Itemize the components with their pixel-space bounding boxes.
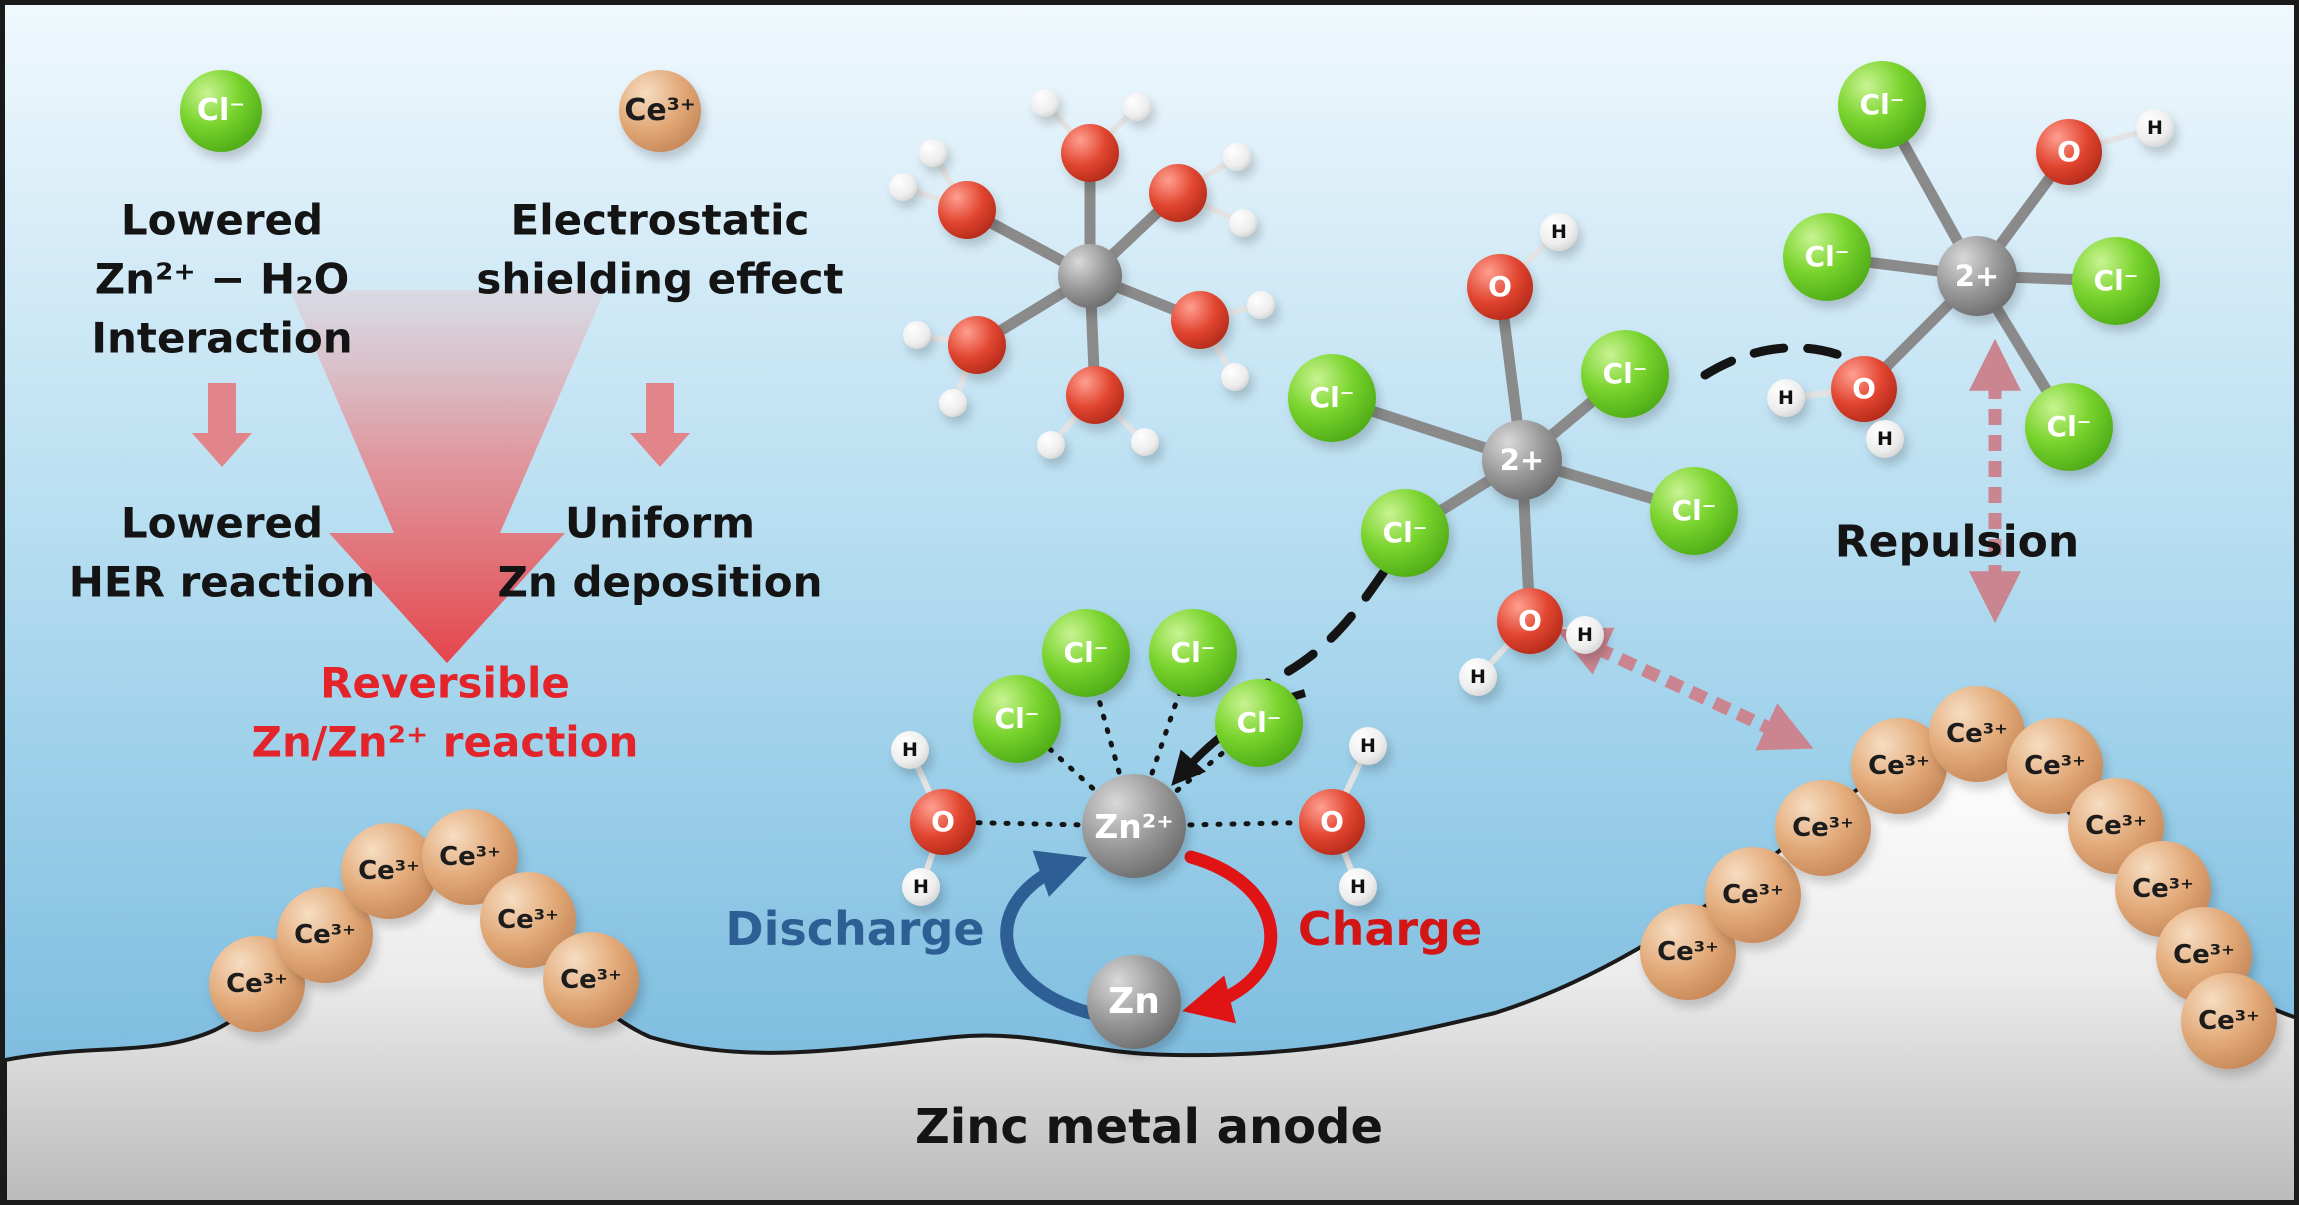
h-atom: H xyxy=(1459,658,1497,696)
h-atom: H xyxy=(2136,109,2174,147)
h-atom xyxy=(1037,431,1065,459)
cl-ion: Cl⁻ xyxy=(1361,489,1449,577)
o-atom xyxy=(1149,164,1207,222)
discharge-arrow xyxy=(1000,850,1097,1020)
h-atom xyxy=(1131,428,1159,456)
cl-ion: Cl⁻ xyxy=(1783,213,1871,301)
o-atom: O xyxy=(1467,254,1533,320)
o-atom: O xyxy=(1497,588,1563,654)
repulsion-label: Repulsion xyxy=(1834,516,2080,568)
caption-cl-line3: Interaction xyxy=(91,313,353,363)
o-atom xyxy=(948,316,1006,374)
ce-ion: Ce³⁺ xyxy=(480,872,576,968)
cl-ion: Cl⁻ xyxy=(1838,61,1926,149)
h-atom xyxy=(903,321,931,349)
o-atom: O xyxy=(2036,119,2102,185)
caption-ce-line2: shielding effect xyxy=(476,254,844,304)
o-atom: O xyxy=(1831,356,1897,422)
repulsion-arrows xyxy=(1556,338,2021,751)
o-atom xyxy=(1066,366,1124,424)
h-atom xyxy=(1223,143,1251,171)
ce-ion: Ce³⁺ xyxy=(1705,847,1801,943)
h-atom xyxy=(919,139,947,167)
cl-ion: Cl⁻ xyxy=(1650,467,1738,555)
h-atom xyxy=(1123,93,1151,121)
ce-ion: Ce³⁺ xyxy=(543,932,639,1028)
h-atom: H xyxy=(1767,379,1805,417)
h-atom: H xyxy=(902,868,940,906)
cl-ion: Cl⁻ xyxy=(1149,609,1237,697)
charge-arrow xyxy=(1182,850,1278,1024)
small-down-arrows xyxy=(192,383,690,467)
h-atom: H xyxy=(1349,727,1387,765)
h-atom xyxy=(1221,363,1249,391)
discharge-label: Discharge xyxy=(725,902,985,956)
caption-her-line2: HER reaction xyxy=(68,557,376,607)
h-atom: H xyxy=(1866,420,1904,458)
h-atom: H xyxy=(1566,616,1604,654)
cl-ion: Cl⁻ xyxy=(1581,330,1669,418)
h-atom xyxy=(889,173,917,201)
big-red-arrow xyxy=(290,290,605,663)
ce-ion: Ce³⁺ xyxy=(2115,841,2211,937)
o-atom xyxy=(1171,291,1229,349)
anode-label: Zinc metal anode xyxy=(914,1099,1384,1155)
o-atom: O xyxy=(1299,789,1365,855)
cl-ion: Cl⁻ xyxy=(1215,679,1303,767)
zn-center-atom xyxy=(1058,244,1122,308)
ce-ion: Ce³⁺ xyxy=(2181,973,2277,1069)
h-atom: H xyxy=(1339,868,1377,906)
cl-ion: Cl⁻ xyxy=(2025,383,2113,471)
cl-ion: Cl⁻ xyxy=(180,70,262,152)
ce-ion: Ce³⁺ xyxy=(1851,718,1947,814)
cl-ion: Cl⁻ xyxy=(2072,237,2160,325)
down-arrow-icon xyxy=(630,383,690,467)
caption-cl-line1: Lowered xyxy=(120,195,324,245)
caption-cl-line2: Zn²⁺ − H₂O xyxy=(94,254,350,304)
zn2-ion: Zn²⁺ xyxy=(1082,774,1186,878)
down-arrow-icon xyxy=(192,383,252,467)
caption-her-line1: Lowered xyxy=(120,498,324,548)
o-atom xyxy=(938,181,996,239)
zn-center-2plus: 2+ xyxy=(1937,236,2017,316)
h-atom xyxy=(1247,291,1275,319)
caption-reversible-line1: Reversible xyxy=(320,658,570,708)
caption-deposition-line1: Uniform xyxy=(564,498,756,548)
ce-ion: Ce³⁺ xyxy=(277,887,373,983)
o-atom xyxy=(1061,124,1119,182)
cl-ion: Cl⁻ xyxy=(1288,354,1376,442)
charge-label: Charge xyxy=(1297,902,1483,956)
h-atom: H xyxy=(1540,213,1578,251)
zn-center-2plus: 2+ xyxy=(1482,420,1562,500)
ce-ion: Ce³⁺ xyxy=(619,70,701,152)
ce-ion: Ce³⁺ xyxy=(1775,780,1871,876)
cl-ion: Cl⁻ xyxy=(1042,609,1130,697)
caption-deposition-line2: Zn deposition xyxy=(497,557,823,607)
cl-ion: Cl⁻ xyxy=(973,675,1061,763)
h-atom: H xyxy=(891,731,929,769)
h-atom xyxy=(1229,209,1257,237)
ce-ion: Ce³⁺ xyxy=(341,823,437,919)
repulsion-arrow-diagonal xyxy=(1556,627,1814,751)
h-atom xyxy=(1031,89,1059,117)
o-atom: O xyxy=(910,789,976,855)
h-atom xyxy=(939,389,967,417)
caption-reversible-line2: Zn/Zn²⁺ reaction xyxy=(251,717,639,767)
caption-ce-line1: Electrostatic xyxy=(510,195,810,245)
zn-atom: Zn xyxy=(1087,955,1181,1049)
